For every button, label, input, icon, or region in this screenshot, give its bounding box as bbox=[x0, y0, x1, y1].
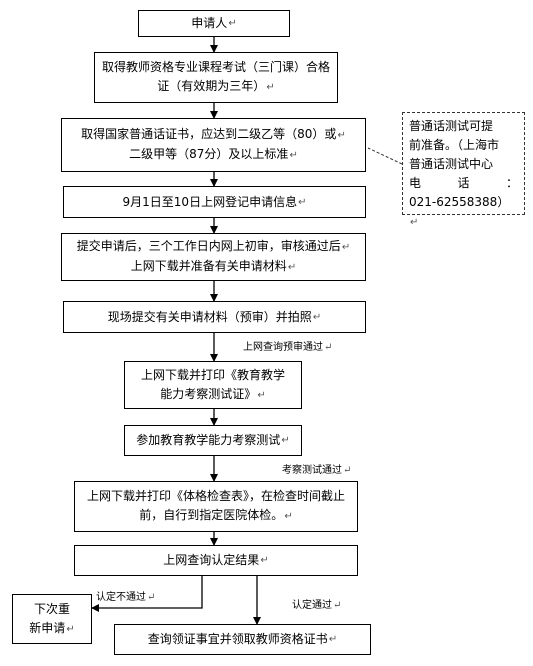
exam-text-line1: 取得教师资格专业课程考试（三门课）合格 bbox=[101, 60, 330, 74]
applicant-text: 申请人 bbox=[191, 16, 228, 30]
paragraph-mark: ↵ bbox=[324, 342, 333, 353]
putonghua-certificate-box: 取得国家普通话证书，应达到二级乙等（80）或↵ 二级甲等（87分）及以上标准↵ bbox=[61, 118, 366, 172]
paragraph-mark: ↵ bbox=[147, 592, 156, 603]
paragraph-mark: ↵ bbox=[289, 150, 298, 161]
paragraph-mark: ↵ bbox=[337, 130, 346, 141]
download-cert-text-line1: 上网下载并打印《教育教学 bbox=[140, 367, 285, 382]
paragraph-mark: ↵ bbox=[266, 82, 275, 93]
health-text-line1: 上网下载并打印《体格检查表》，在检查时间截止 bbox=[86, 489, 345, 503]
note-phone-colon: ： bbox=[505, 176, 518, 190]
attend-test-box: 参加教育教学能力考察测试↵ bbox=[124, 425, 302, 456]
note-line5: 021-62558388） bbox=[409, 195, 510, 209]
online-register-box: 9月1日至10日上网登记申请信息↵ bbox=[63, 186, 366, 218]
note-line1: 普通话测试可提 bbox=[409, 119, 494, 133]
paragraph-mark: ↵ bbox=[287, 262, 297, 273]
onsite-text: 现场提交有关申请材料（预审）并拍照 bbox=[107, 309, 312, 324]
paragraph-mark: ↵ bbox=[410, 217, 419, 228]
download-cert-text-line2: 能力考察测试证》 bbox=[160, 386, 257, 401]
putonghua-text-line1: 取得国家普通话证书，应达到二级乙等（80）或 bbox=[81, 127, 337, 141]
paragraph-mark: ↵ bbox=[312, 311, 322, 323]
note-connector bbox=[367, 147, 403, 165]
onsite-submit-box: 现场提交有关申请材料（预审）并拍照↵ bbox=[63, 301, 366, 333]
note-line4: 电 话 ： bbox=[409, 174, 518, 193]
reapply-text-line1: 下次重 bbox=[33, 601, 70, 616]
attend-test-text: 参加教育教学能力考察测试 bbox=[136, 433, 281, 447]
submit-text-line1: 提交申请后，三个工作日内网上初审，审核通过后 bbox=[76, 239, 341, 253]
submit-text-line2: 上网下载并准备有关申请材料 bbox=[130, 259, 287, 273]
download-test-cert-box: 上网下载并打印《教育教学 能力考察测试证》↵ bbox=[124, 361, 302, 409]
query-result-text: 上网查询认定结果 bbox=[163, 553, 260, 567]
health-check-box: 上网下载并打印《体格检查表》，在检查时间截止 前，自行到指定医院体检。↵ bbox=[74, 481, 358, 532]
not-passed-label: 认定不通过↵ bbox=[96, 592, 156, 603]
applicant-box: 申请人↵ bbox=[138, 10, 290, 37]
test-passed-label: 考察测试通过↵ bbox=[282, 465, 352, 476]
query-result-box: 上网查询认定结果↵ bbox=[74, 545, 358, 576]
paragraph-mark: ↵ bbox=[260, 555, 269, 566]
putonghua-text-line2: 二级甲等（87分）及以上标准 bbox=[129, 147, 289, 161]
paragraph-mark: ↵ bbox=[66, 623, 75, 635]
paragraph-mark: ↵ bbox=[328, 634, 338, 645]
paragraph-mark: ↵ bbox=[343, 465, 352, 476]
note-phone-char2: 话 bbox=[457, 176, 470, 190]
pre-review-passed-label: 上网查询预审通过↵ bbox=[243, 342, 333, 353]
health-text-line2: 前，自行到指定医院体检。 bbox=[139, 508, 284, 522]
collect-cert-text: 查询领证事宜并领取教师资格证书 bbox=[147, 632, 328, 646]
arrow-result-to-reapply bbox=[91, 576, 203, 612]
paragraph-mark: ↵ bbox=[298, 196, 307, 208]
reapply-box: 下次重 新申请↵ bbox=[12, 594, 92, 644]
note-line2: 前准备。（上海市 bbox=[409, 138, 500, 152]
paragraph-mark: ↵ bbox=[284, 511, 293, 522]
collect-certificate-box: 查询领证事宜并领取教师资格证书↵ bbox=[114, 624, 371, 655]
note-line3: 普通话测试中心 bbox=[409, 157, 494, 171]
note-phone-char1: 电 bbox=[409, 176, 422, 190]
register-text: 9月1日至10日上网登记申请信息 bbox=[122, 194, 298, 209]
paragraph-mark: ↵ bbox=[257, 389, 266, 401]
submit-application-box: 提交申请后，三个工作日内网上初审，审核通过后↵ 上网下载并准备有关申请材料↵ bbox=[61, 233, 366, 281]
paragraph-mark: ↵ bbox=[341, 242, 351, 253]
exam-certificate-box: 取得教师资格专业课程考试（三门课）合格 证（有效期为三年）↵ bbox=[94, 52, 338, 103]
paragraph-mark: ↵ bbox=[333, 600, 342, 611]
paragraph-mark: ↵ bbox=[228, 18, 237, 29]
paragraph-mark: ↵ bbox=[281, 435, 290, 446]
putonghua-note-box: 普通话测试可提 前准备。（上海市 普通话测试中心 电 话 ： 021-62558… bbox=[402, 112, 525, 228]
passed-label: 认定通过↵ bbox=[292, 600, 342, 611]
reapply-text-line2: 新申请 bbox=[29, 620, 66, 635]
exam-text-line2: 证（有效期为三年） bbox=[157, 79, 266, 93]
